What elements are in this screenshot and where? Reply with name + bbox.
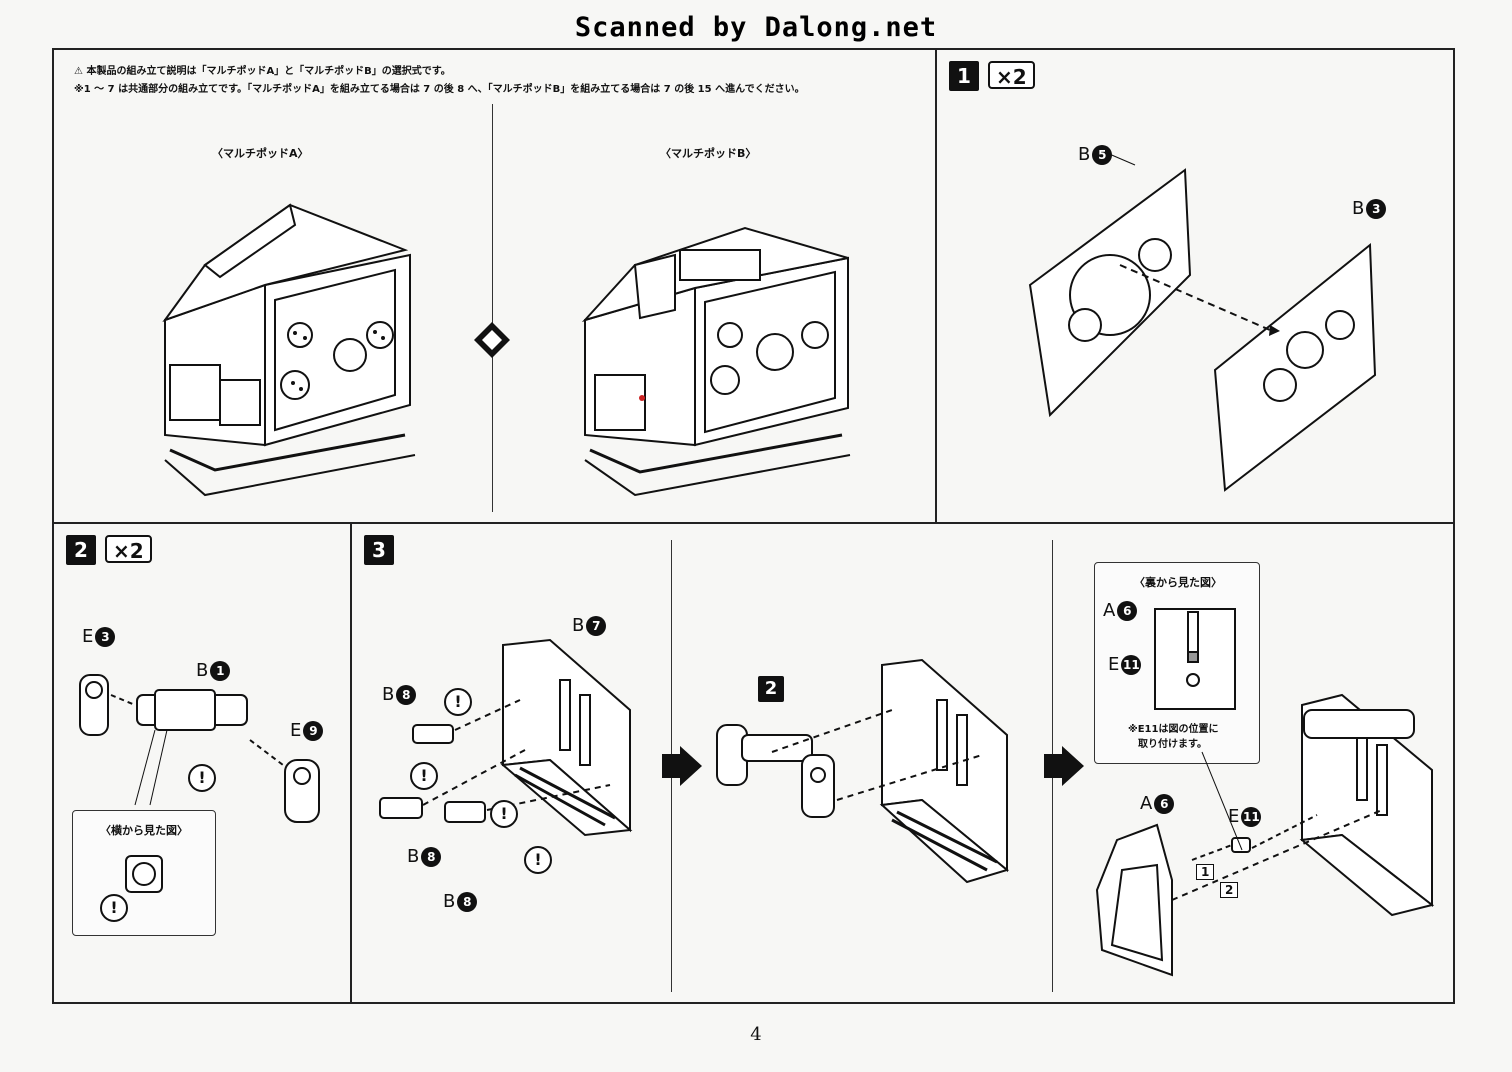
step3-panel <box>350 522 1455 1004</box>
step2-number-badge: 2 <box>66 535 96 565</box>
step3-warning-icon-1: ! <box>444 688 472 716</box>
back-view-detail-illustration <box>1154 608 1236 710</box>
step2-warning-icon: ! <box>188 764 216 792</box>
step3-order-label-2: 2 <box>1220 882 1239 898</box>
step2-multiplier-badge: ×2 <box>105 535 152 563</box>
scan-watermark-title: Scanned by Dalong.net <box>574 12 938 43</box>
step1-multiplier-badge: ×2 <box>988 61 1035 89</box>
option-arrow-icon <box>474 322 510 358</box>
step3-warning-icon-3: ! <box>490 800 518 828</box>
page-number: 4 <box>750 1024 762 1045</box>
step3-number-badge: 3 <box>364 535 394 565</box>
intro-note-2: ※1 ～ 7 は共通部分の組み立てです。「マルチポッドA」を組み立てる場合は 7… <box>74 84 805 95</box>
next-step-arrow-icon-1 <box>662 746 702 786</box>
multipod-b-illustration <box>581 226 851 497</box>
step3-insert-illustration <box>716 658 1010 884</box>
side-view-warning-icon: ! <box>100 894 128 922</box>
caption-multipod-a: 〈マルチポッドA〉 <box>212 147 309 160</box>
step1-plates-illustration <box>1028 152 1377 492</box>
intro-divider <box>492 104 493 512</box>
intro-note-1: ⚠ 本製品の組み立て説明は「マルチポッドA」と「マルチポッドB」の選択式です。 <box>74 66 451 77</box>
step2-assembly-illustration <box>79 674 320 823</box>
step3-warning-icon-4: ! <box>524 846 552 874</box>
step3-order-label-1: 1 <box>1196 864 1215 880</box>
step3-final-assembly-illustration <box>1095 693 1435 977</box>
caption-multipod-b: 〈マルチポッドB〉 <box>660 147 757 160</box>
step3-back-view-caption: 〈裏から見た図〉 <box>1134 576 1222 589</box>
back-view-note-line-2: 取り付けます。 <box>1138 739 1207 750</box>
back-view-note-line-1: ※E11は図の位置に <box>1128 724 1219 735</box>
multipod-a-illustration <box>162 203 416 497</box>
step3-warning-icon-2: ! <box>410 762 438 790</box>
next-step-arrow-icon-2 <box>1044 746 1084 786</box>
side-view-detail-icon <box>125 855 163 893</box>
step3-sub-step-ref: 2 <box>758 676 784 702</box>
step1-number-badge: 1 <box>949 61 979 91</box>
step2-side-view-caption: 〈横から見た図〉 <box>100 824 188 837</box>
step3-frame-illustration <box>379 638 633 837</box>
